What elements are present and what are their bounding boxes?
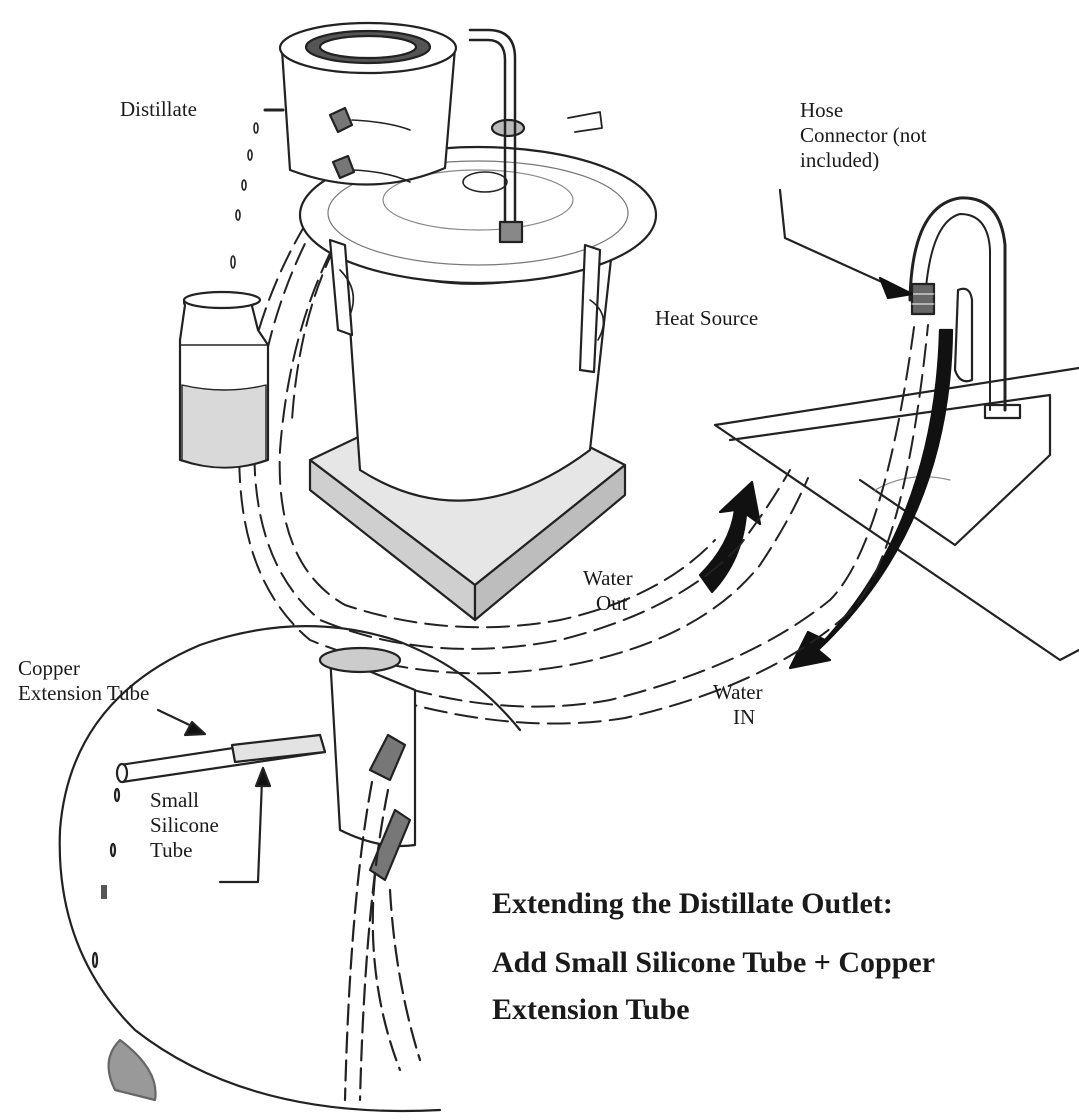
- small-silicone-label-line1: Small: [150, 788, 200, 812]
- faucet: [908, 196, 1022, 420]
- small-silicone-label-line2: Silicone: [150, 813, 219, 837]
- hose-connector-label-line2: Connector (not: [800, 123, 927, 147]
- copper-tube-label-line1: Copper: [18, 656, 80, 680]
- water-out-arrow: [698, 480, 762, 594]
- silicone-tube-pointer: [218, 766, 272, 884]
- water-in-label-line1: Water: [713, 680, 763, 704]
- copper-tube-label-line2: Extension Tube: [18, 681, 150, 705]
- water-in-arrow: [788, 328, 954, 670]
- heat-source-label: Heat Source: [655, 306, 759, 330]
- caption-line1: Extending the Distillate Outlet:: [492, 887, 893, 920]
- hose-connector-label-line1: Hose: [800, 98, 844, 122]
- caption-line2: Add Small Silicone Tube + Copper: [492, 946, 936, 979]
- condenser-bucket: [263, 21, 458, 186]
- pot: [298, 28, 658, 502]
- collection-jar: [178, 290, 270, 469]
- water-in-label-line2: IN: [733, 705, 756, 729]
- copper-tube-pointer: [156, 708, 207, 737]
- small-silicone-label-line3: Tube: [150, 838, 193, 862]
- hose-connector-label-line3: included): [800, 148, 880, 172]
- inset-detail: [58, 625, 522, 1113]
- water-out-label-line1: Water: [583, 566, 633, 590]
- hose-connector: [910, 282, 936, 316]
- distillate-drips: [230, 122, 259, 269]
- hose-connector-pointer: [778, 188, 914, 300]
- water-out-label-line2: Out: [596, 591, 628, 615]
- distillate-label: Distillate: [120, 97, 197, 121]
- caption-line3: Extension Tube: [492, 993, 690, 1026]
